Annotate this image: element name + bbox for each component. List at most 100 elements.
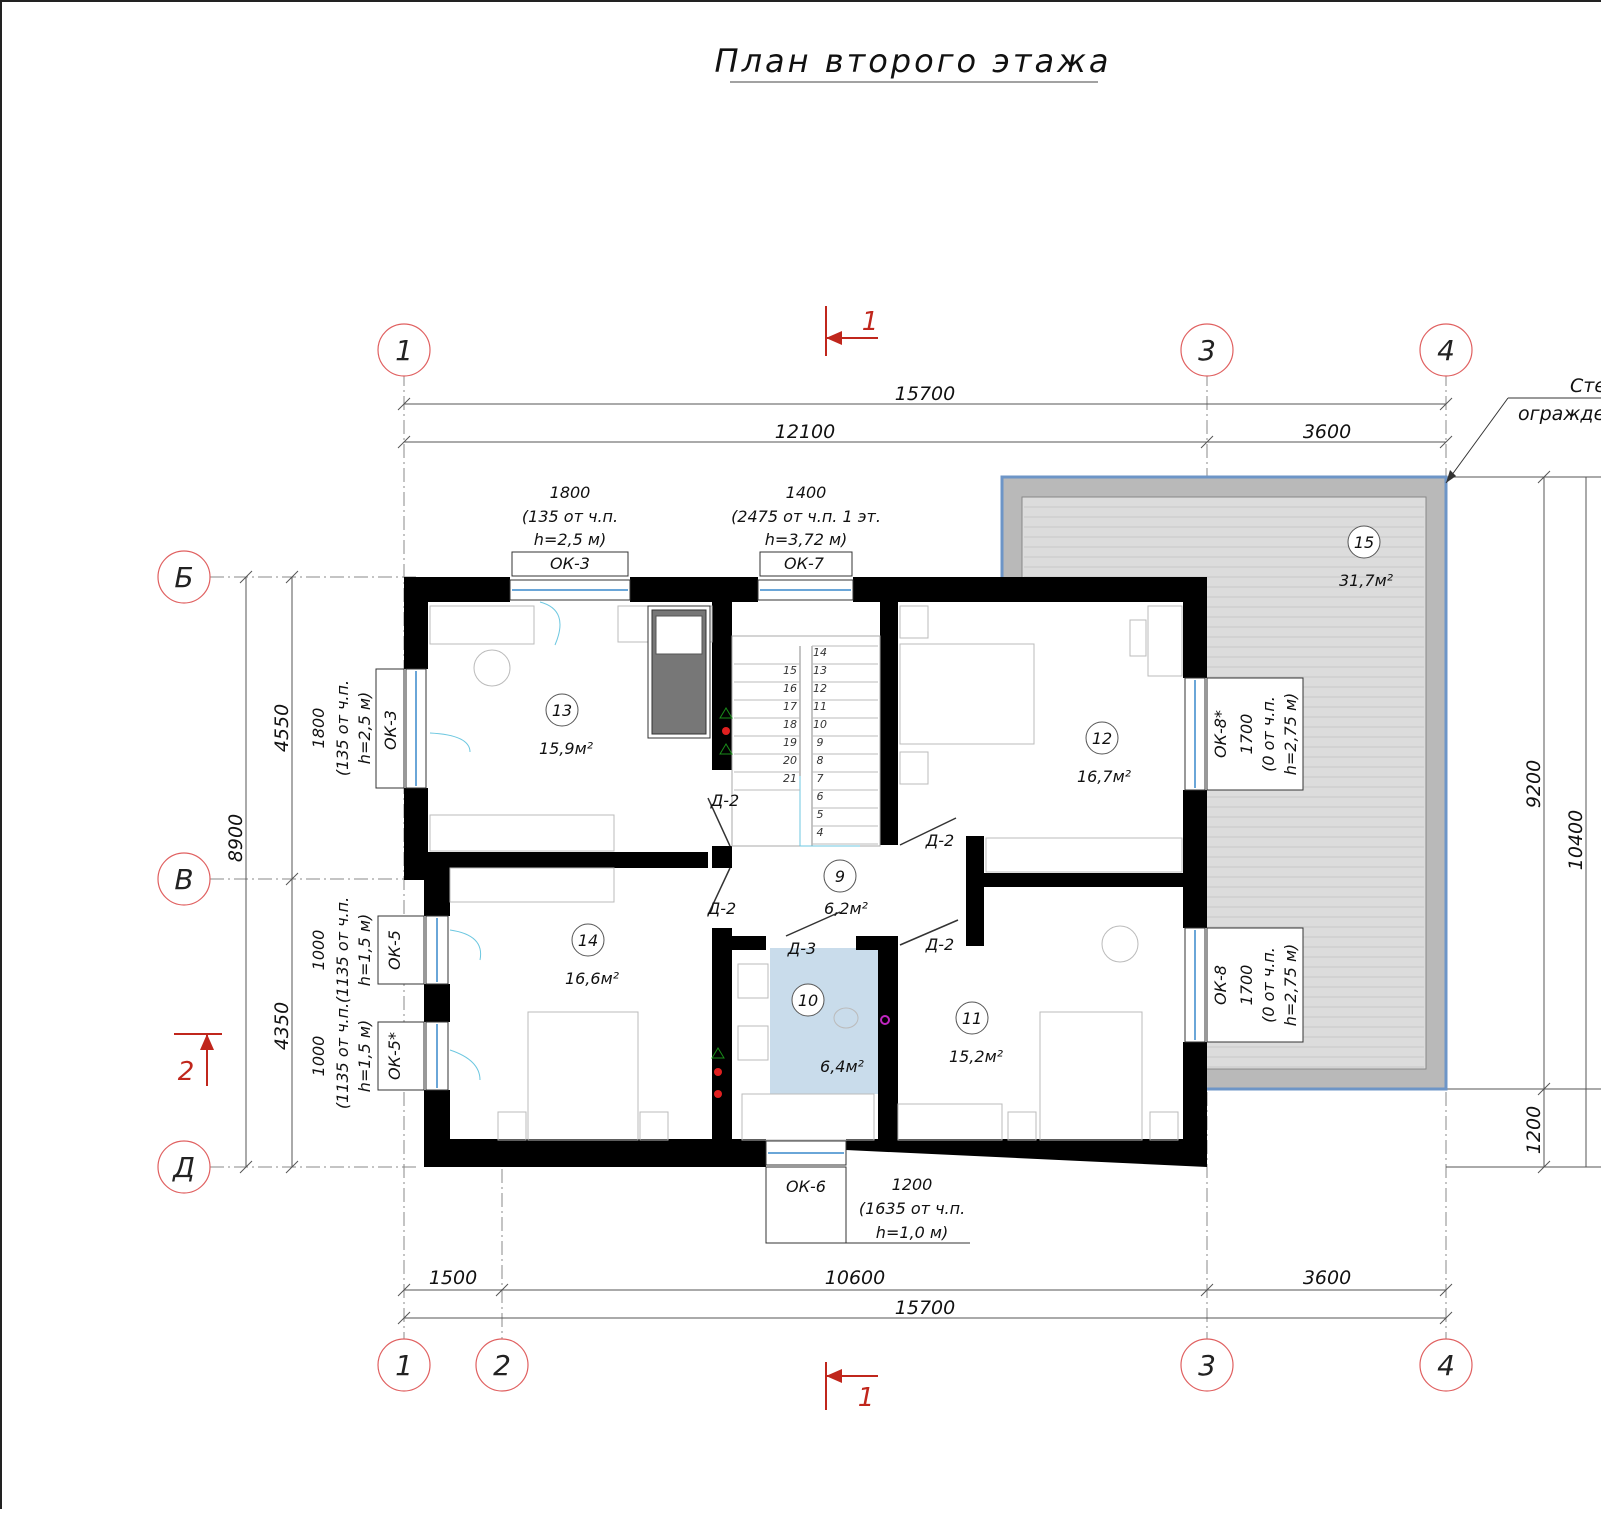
svg-text:(1635 от ч.п.: (1635 от ч.п. (859, 1199, 965, 1218)
svg-text:6,2м²: 6,2м² (824, 899, 869, 918)
svg-text:ОК-5: ОК-5 (385, 930, 404, 970)
room-label-9: 9 6,2м² (823, 859, 869, 918)
svg-text:16,6м²: 16,6м² (565, 969, 620, 988)
svg-text:5: 5 (817, 808, 824, 821)
svg-text:16,7м²: 16,7м² (1077, 767, 1132, 786)
svg-text:1: 1 (862, 307, 879, 337)
svg-text:19: 19 (783, 736, 797, 749)
section-mark-top: 1 (825, 306, 879, 356)
dim-right-b: 1200 (1523, 1106, 1545, 1154)
top-dimension-lines (397, 397, 1453, 449)
svg-text:ОК-5*: ОК-5* (385, 1032, 404, 1080)
svg-text:1: 1 (395, 1349, 413, 1382)
window-ok3-top: ОК-3 1800 (135 от ч.п. h=2,5 м) (511, 483, 629, 577)
svg-text:1: 1 (858, 1383, 875, 1413)
window-ok5: ОК-5 1000 (1135 от ч.п. h=1,5 м) (309, 897, 425, 1003)
window-ok7: ОК-7 1400 (2475 от ч.п. 1 эт. h=3,72 м) (731, 483, 881, 577)
svg-text:17: 17 (783, 700, 797, 713)
window-ok5-star: ОК-5* 1000 (1135 от ч.п. h=1,5 м) (309, 1003, 425, 1109)
terrace-note-line2: огражде (1518, 403, 1601, 425)
svg-text:4: 4 (817, 826, 824, 839)
svg-text:6,4м²: 6,4м² (820, 1057, 865, 1076)
window-ok8-star: ОК-8* 1700 (0 от ч.п. h=2,75 м) (1206, 677, 1304, 791)
right-dimension-lines (1446, 470, 1601, 1174)
dim-top-b: 3600 (1303, 421, 1351, 443)
dim-left-overall: 8900 (225, 814, 247, 862)
window-ok8: ОК-8 1700 (0 от ч.п. h=2,75 м) (1206, 927, 1304, 1043)
svg-text:1700: 1700 (1237, 714, 1256, 755)
window-ok6: ОК-6 1200 (1635 от ч.п. h=1,0 м) (765, 1166, 970, 1244)
svg-text:(1135 от ч.п.: (1135 от ч.п. (333, 897, 352, 1003)
dim-right-overall: 10400 (1565, 810, 1587, 870)
dim-bottom-b: 10600 (825, 1267, 885, 1289)
room-label-13: 13 15,9м² (539, 693, 594, 758)
axis-bubble-left-b: Б (157, 550, 211, 604)
svg-text:4: 4 (1437, 334, 1455, 367)
dim-top-overall: 15700 (895, 383, 955, 405)
axis-bubble-top-4: 4 (1419, 323, 1473, 377)
door-leaves (707, 797, 959, 946)
svg-text:3: 3 (1198, 1349, 1216, 1382)
room-label-12: 12 16,7м² (1077, 721, 1132, 786)
svg-text:1800: 1800 (550, 483, 591, 502)
stair-numbers-right: 14 13 12 11 10 9 8 7 6 5 4 (813, 646, 827, 839)
svg-text:ОК-6: ОК-6 (786, 1177, 826, 1196)
dim-left-b: 4350 (271, 1002, 293, 1050)
svg-text:h=3,72 м): h=3,72 м) (765, 530, 848, 549)
svg-text:1200: 1200 (892, 1175, 933, 1194)
dim-bottom-a: 1500 (429, 1267, 477, 1289)
svg-text:h=2,75 м): h=2,75 м) (1281, 944, 1300, 1027)
terrace-note-leader (1445, 397, 1601, 484)
dim-bottom-c: 3600 (1303, 1267, 1351, 1289)
svg-text:ОК-8*: ОК-8* (1211, 710, 1230, 758)
plan-title: План второго этажа (715, 42, 1112, 80)
svg-text:h=2,5 м): h=2,5 м) (355, 692, 374, 764)
left-dimension-lines (239, 570, 299, 1174)
svg-text:4: 4 (1437, 1349, 1455, 1382)
svg-text:15,2м²: 15,2м² (949, 1047, 1004, 1066)
svg-text:1000: 1000 (309, 1036, 328, 1077)
axis-bubble-bottom-3: 3 (1180, 1338, 1234, 1392)
staircase (731, 635, 881, 847)
svg-text:(0 от ч.п.: (0 от ч.п. (1259, 696, 1278, 772)
svg-text:13: 13 (552, 701, 572, 720)
section-mark-bottom: 1 (825, 1362, 878, 1413)
door-tag-d2-room12: Д-2 (925, 831, 954, 850)
svg-text:8: 8 (817, 754, 824, 767)
axis-bubble-bottom-2: 2 (475, 1338, 529, 1392)
svg-text:1: 1 (395, 334, 413, 367)
axis-bubble-top-3: 3 (1180, 323, 1234, 377)
section-mark-left: 2 (174, 1033, 222, 1087)
svg-text:10: 10 (798, 991, 818, 1010)
svg-text:1800: 1800 (309, 708, 328, 749)
svg-text:1400: 1400 (786, 483, 827, 502)
window-openings (405, 579, 1206, 1166)
svg-text:(135 от ч.п.: (135 от ч.п. (333, 680, 352, 776)
svg-text:1000: 1000 (309, 930, 328, 971)
dim-left-a: 4550 (271, 704, 293, 752)
svg-text:ОК-7: ОК-7 (784, 554, 825, 573)
svg-text:2: 2 (493, 1349, 511, 1382)
svg-text:ОК-8: ОК-8 (1211, 965, 1230, 1005)
axis-bubble-bottom-4: 4 (1419, 1338, 1473, 1392)
axis-bubble-left-v: В (157, 852, 211, 906)
axis-bubble-left-d: Д (157, 1140, 211, 1194)
dim-top-a: 12100 (775, 421, 835, 443)
bottom-dimension-lines (397, 1283, 1453, 1325)
svg-text:15: 15 (783, 664, 797, 677)
svg-text:ОК-3: ОК-3 (550, 554, 590, 573)
svg-text:Б: Б (174, 561, 193, 594)
stair-numbers-left: 15 16 17 18 19 20 21 (783, 664, 797, 785)
svg-text:9: 9 (835, 867, 845, 886)
room-label-14: 14 16,6м² (565, 923, 620, 988)
svg-text:20: 20 (783, 754, 797, 767)
dim-right-a: 9200 (1523, 760, 1545, 808)
svg-text:h=1,5 м): h=1,5 м) (355, 1020, 374, 1092)
axis-bubble-top-1: 1 (377, 323, 431, 377)
svg-text:6: 6 (817, 790, 824, 803)
svg-text:15: 15 (1354, 533, 1374, 552)
svg-text:(135 от ч.п.: (135 от ч.п. (522, 507, 618, 526)
furniture (429, 605, 1183, 1141)
